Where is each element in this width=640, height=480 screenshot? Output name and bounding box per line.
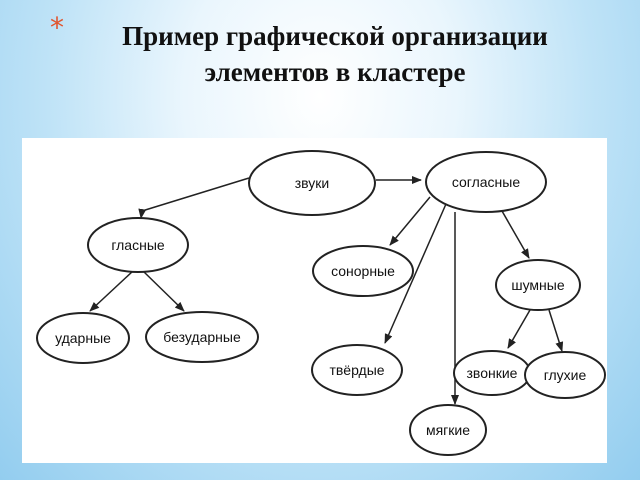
node-label-bezudarnye: безударные bbox=[163, 329, 241, 345]
title-bullet: * bbox=[50, 11, 64, 44]
node-ellipse-tverdye bbox=[311, 344, 403, 396]
node-zvuki: звуки bbox=[248, 150, 376, 216]
slide-title: Пример графической организации элементов… bbox=[70, 18, 600, 90]
node-myagkie: мягкие bbox=[409, 404, 487, 456]
edge-glasnye-to-bezudarnye bbox=[142, 270, 185, 312]
node-label-sonornye: сонорные bbox=[331, 263, 395, 279]
node-ellipse-soglasnye bbox=[425, 151, 547, 213]
node-ellipse-bezudarnye bbox=[145, 311, 259, 363]
edge-glasnye-to-udarnye bbox=[89, 270, 134, 312]
node-label-zvonkie: звонкие bbox=[467, 365, 518, 381]
node-label-soglasnye: согласные bbox=[452, 174, 520, 190]
node-udarnye: ударные bbox=[36, 312, 130, 364]
node-zvonkie: звонкие bbox=[453, 350, 531, 396]
node-label-zvuki: звуки bbox=[295, 175, 330, 191]
node-label-myagkie: мягкие bbox=[426, 422, 470, 438]
node-glasnye: гласные bbox=[87, 217, 189, 273]
node-ellipse-udarnye bbox=[36, 312, 130, 364]
node-soglasnye: согласные bbox=[425, 151, 547, 213]
edge-shumnye-to-zvonkie bbox=[507, 309, 531, 349]
node-shumnye: шумные bbox=[495, 259, 581, 311]
node-gluhie: глухие bbox=[524, 351, 606, 399]
node-label-glasnye: гласные bbox=[111, 237, 165, 253]
node-label-shumnye: шумные bbox=[511, 277, 564, 293]
edge-soglasnye-to-tverdye bbox=[384, 203, 447, 344]
node-sonornye: сонорные bbox=[312, 245, 414, 297]
node-label-tverdye: твёрдые bbox=[329, 362, 384, 378]
slide-title-line-1: Пример графической организации bbox=[122, 21, 548, 51]
edge-zvuki-to-glasnye bbox=[138, 177, 250, 219]
node-ellipse-shumnye bbox=[495, 259, 581, 311]
edge-shumnye-to-gluhie bbox=[548, 309, 564, 352]
edge-soglasnye-to-shumnye bbox=[501, 210, 530, 259]
node-ellipse-sonornye bbox=[312, 245, 414, 297]
node-tverdye: твёрдые bbox=[311, 344, 403, 396]
edge-soglasnye-to-sonornye bbox=[389, 196, 431, 246]
node-bezudarnye: безударные bbox=[145, 311, 259, 363]
node-ellipse-glasnye bbox=[87, 217, 189, 273]
node-label-gluhie: глухие bbox=[544, 367, 587, 383]
node-label-udarnye: ударные bbox=[55, 330, 111, 346]
slide-title-line-2: элементов в кластере bbox=[204, 57, 466, 87]
node-ellipse-myagkie bbox=[409, 404, 487, 456]
node-ellipse-gluhie bbox=[524, 351, 606, 399]
node-ellipse-zvuki bbox=[248, 150, 376, 216]
